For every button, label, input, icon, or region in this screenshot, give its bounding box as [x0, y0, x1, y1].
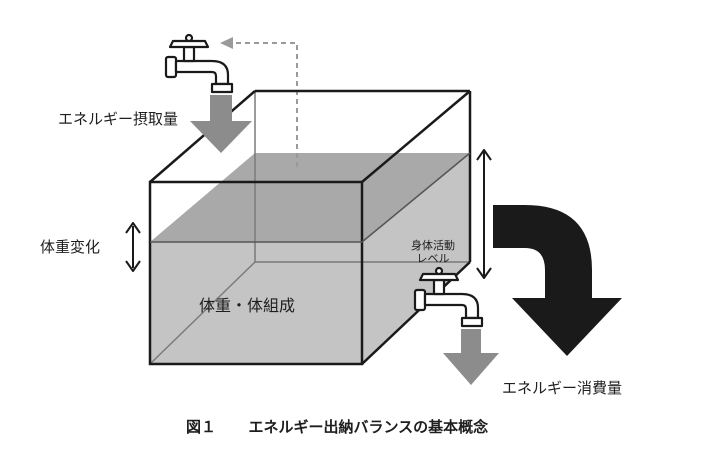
- weight-change-label: 体重変化: [40, 238, 101, 256]
- dashed-return-line: [232, 42, 298, 167]
- intake-faucet-icon: [164, 33, 234, 94]
- body-composition-label: 体重・体組成: [199, 296, 296, 315]
- figure-title: エネルギー出納バランスの基本概念: [248, 418, 489, 436]
- water-surface: [150, 153, 470, 242]
- activity-faucet-icon: [413, 266, 484, 328]
- dashed-return-arrowhead: [220, 37, 233, 49]
- weight-change-double-arrow-icon: [125, 222, 141, 272]
- activity-outflow-arrow-icon: [443, 329, 499, 385]
- expenditure-label: エネルギー消費量: [502, 379, 623, 397]
- expenditure-bent-arrow-icon: [493, 205, 622, 356]
- water-level-line: [150, 152, 471, 243]
- intake-arrow-icon: [190, 95, 252, 153]
- activity-range-double-arrow-icon: [476, 149, 492, 279]
- activity-level-line1: 身体活動: [411, 239, 455, 252]
- activity-level-label: 身体活動 レベル: [397, 239, 469, 265]
- water-side-face: [362, 153, 470, 364]
- figure-caption: 図１ エネルギー出納バランスの基本概念: [186, 416, 488, 437]
- figure-number: 図１: [186, 418, 217, 436]
- activity-level-line2: レベル: [416, 252, 450, 265]
- intake-label: エネルギー摂取量: [58, 110, 179, 128]
